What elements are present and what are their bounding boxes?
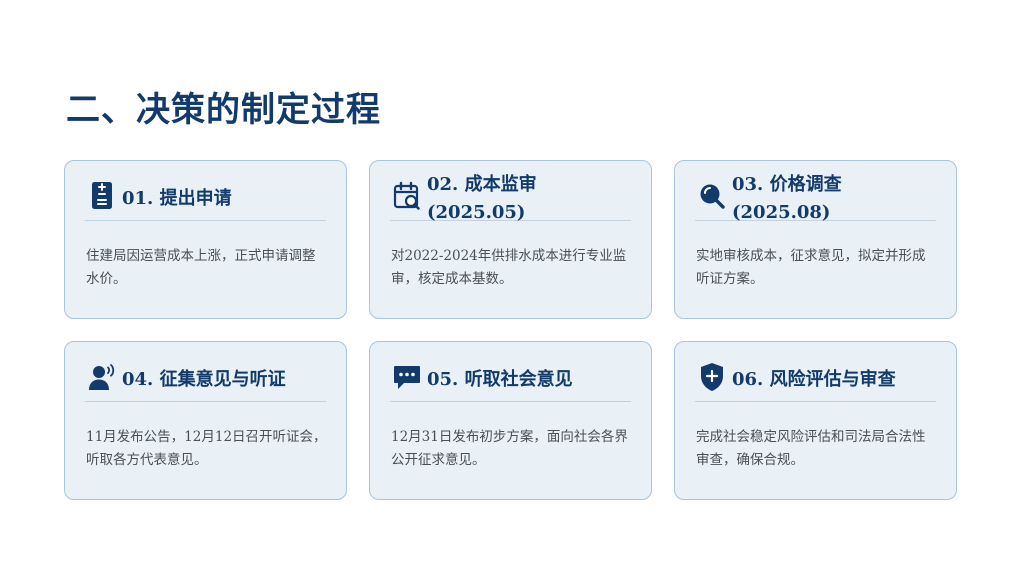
shield-plus-icon [698,362,726,392]
card-description: 住建局因运营成本上涨，正式申请调整水价。 [86,248,316,287]
card-title: 05. 听取社会意见 [427,369,573,390]
card-header: 01. 提出申请 [85,161,326,221]
card-cost-audit: 02. 成本监审(2025.05) 对2022-2024年供排水成本进行专业监审… [369,160,652,319]
card-header: 06. 风险评估与审查 [695,342,936,402]
card-description: 12月31日发布初步方案，面向社会各界公开征求意见。 [391,429,628,468]
speaking-person-icon [88,362,116,392]
card-title: 01. 提出申请 [122,188,232,209]
card-title: 04. 征集意见与听证 [122,369,286,390]
card-header: 04. 征集意见与听证 [85,342,326,402]
card-risk-assessment: 06. 风险评估与审查 完成社会稳定风险评估和司法局合法性审查，确保合规。 [674,341,957,500]
card-title: 02. 成本监审(2025.05) [427,174,537,223]
chat-bubble-icon [393,362,421,392]
card-title: 06. 风险评估与审查 [732,369,896,390]
card-public-opinion: 05. 听取社会意见 12月31日发布初步方案，面向社会各界公开征求意见。 [369,341,652,500]
document-plus-minus-icon [88,181,116,211]
card-header: 05. 听取社会意见 [390,342,631,402]
card-header: 03. 价格调查(2025.08) [695,161,936,223]
card-title: 03. 价格调查(2025.08) [732,174,842,223]
card-description: 完成社会稳定风险评估和司法局合法性审查，确保合规。 [696,429,926,468]
card-description: 对2022-2024年供排水成本进行专业监审，核定成本基数。 [391,248,627,287]
page-title: 二、决策的制定过程 [66,90,381,130]
card-header: 02. 成本监审(2025.05) [390,161,631,223]
calendar-search-icon [393,181,421,211]
card-description: 11月发布公告，12月12日召开听证会，听取各方代表意见。 [86,429,327,468]
magnifier-icon [698,181,726,211]
card-price-survey: 03. 价格调查(2025.08) 实地审核成本，征求意见，拟定并形成听证方案。 [674,160,957,319]
card-submit-application: 01. 提出申请 住建局因运营成本上涨，正式申请调整水价。 [64,160,347,319]
card-hearing: 04. 征集意见与听证 11月发布公告，12月12日召开听证会，听取各方代表意见… [64,341,347,500]
card-description: 实地审核成本，征求意见，拟定并形成听证方案。 [696,248,926,287]
